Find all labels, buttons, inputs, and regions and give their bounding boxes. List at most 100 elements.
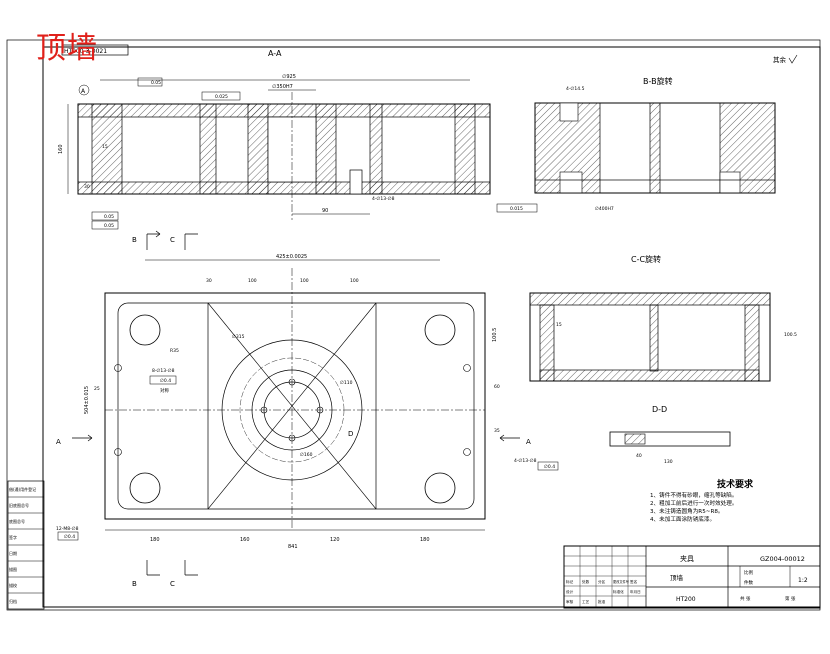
section-aa <box>77 92 491 220</box>
technical-requirements: 技术要求 1、铸件不得有砂眼，缩孔等缺陷。 2、粗加工前后进行一次时效处理。 3… <box>650 477 820 524</box>
side-table-cell-5: 描图 <box>9 566 17 572</box>
tb-label-4: 签名 <box>630 579 638 584</box>
tol-aa-par: 0.05 <box>104 223 114 229</box>
dim-plan-right-h: 100.5 <box>492 328 498 342</box>
dim-cc-wall: 15 <box>556 322 562 328</box>
dim-circle-d2: ∅160 <box>300 452 313 458</box>
dim-right-35: 35 <box>494 428 500 434</box>
side-table-cell-0: 借(通)用件登记 <box>9 486 36 492</box>
hole-pos-tol3: ∅0.4 <box>64 534 75 540</box>
requirement-item-4: 4、未加工面涂防锈底漆。 <box>650 517 716 523</box>
hole-pos-tol2: ∅0.4 <box>544 464 555 470</box>
dim-plan-seg4: 180 <box>420 537 430 543</box>
dim-top-seg4: 100 <box>350 278 359 284</box>
mark-a-left: A <box>56 438 61 446</box>
dim-cc-h: 100.5 <box>784 332 797 338</box>
dim-plan-seg1: 180 <box>150 537 160 543</box>
tb-material: HT200 <box>676 596 696 603</box>
dim-top-seg2: 100 <box>248 278 257 284</box>
dim-bb-hole: 4-∅14.5 <box>566 86 585 92</box>
dim-aa-bore: ∅350H7 <box>272 84 293 90</box>
mark-c-bottom: C <box>170 580 175 588</box>
dim-right-60: 60 <box>494 384 500 390</box>
tb-qty-label: 件数 <box>744 579 753 586</box>
side-table-cell-1: 旧底图总号 <box>9 502 29 508</box>
dim-aa-offset: 90 <box>322 208 328 214</box>
dim-aa-width: ∅925 <box>282 74 296 80</box>
mark-d-plan: D <box>348 430 353 438</box>
requirement-item-2: 2、粗加工前后进行一次时效处理。 <box>650 501 738 507</box>
tol-aa-flat: 0.05 <box>151 80 161 86</box>
tb-label-9: 批准 <box>598 599 606 604</box>
dim-circle-d1: ∅315 <box>232 334 245 340</box>
bore-note: 对称 <box>160 387 169 394</box>
side-table-cell-4: 日期 <box>9 550 17 556</box>
side-table-cell-3: 签字 <box>9 534 17 540</box>
roughness-note: 其余 <box>773 55 787 64</box>
dim-bb-bore: ∅400H7 <box>595 206 614 212</box>
requirements-title: 技术要求 <box>716 480 753 490</box>
hole-spec3: 12-M8-∅8 <box>56 526 79 532</box>
tb-label-3: 更改文件号 <box>613 579 629 584</box>
tb-label-7: 审核 <box>566 599 574 604</box>
section-dd <box>609 431 731 447</box>
tol-aa-perp: 0.025 <box>215 94 228 100</box>
requirement-item-3: 3、未注铸造圆角为R5~R8。 <box>650 509 724 515</box>
tb-label-6: 设计 <box>566 589 574 594</box>
dim-aa-height: 160 <box>58 144 64 154</box>
dim-top-seg1: 30 <box>206 278 212 284</box>
tb-drawing-no: GZ004-00012 <box>760 555 805 563</box>
view-label-dd: D-D <box>652 405 667 414</box>
dim-circle-d3: ∅110 <box>340 380 353 386</box>
tb-label-2: 分区 <box>598 579 606 584</box>
tol-bb-ref: 0.015 <box>510 206 523 212</box>
mark-b-bottom: B <box>132 580 137 588</box>
datum-a-marker: A <box>81 88 86 95</box>
mark-b-top: B <box>132 236 137 244</box>
view-label-cc: C-C旋转 <box>631 254 661 264</box>
dim-aa-base: 30 <box>84 184 90 190</box>
side-table <box>7 480 45 610</box>
section-bb <box>534 102 776 194</box>
dim-plan-top: 425±0.0025 <box>276 254 307 260</box>
side-table-cell-2: 底图总号 <box>9 518 25 524</box>
dim-top-seg3: 100 <box>300 278 309 284</box>
tb-scale: 1:2 <box>798 577 808 584</box>
tb-label-8: 工艺 <box>582 599 590 604</box>
mark-c-top: C <box>170 236 175 244</box>
dim-left-25: 25 <box>94 386 100 392</box>
tol-aa-flat2: 0.05 <box>104 214 114 220</box>
tb-scale-label: 比例 <box>744 569 753 576</box>
tb-label-10: 标准化 <box>613 589 624 594</box>
tb-label-0: 标记 <box>566 579 574 584</box>
side-table-cell-6: 描校 <box>9 582 17 588</box>
roughness-symbol-icon <box>788 54 798 64</box>
tb-name: 夹具 <box>680 554 694 563</box>
tb-label-1: 处数 <box>582 579 590 584</box>
hole-pos-tol1: ∅0.4 <box>160 378 171 384</box>
stamp-label: 顶墙 <box>36 31 98 66</box>
hole-spec1: 8-∅13-∅8 <box>152 368 175 374</box>
requirement-item-1: 1、铸件不得有砂眼，缩孔等缺陷。 <box>650 493 738 499</box>
title-ref-box <box>61 44 129 56</box>
view-label-bb: B-B旋转 <box>643 76 673 86</box>
title-ref-text: HT000-3-0021 <box>64 48 107 55</box>
inner-frame <box>42 46 821 608</box>
mark-a-right: A <box>526 438 531 446</box>
plan-view <box>104 268 486 528</box>
tb-label-5: 年月日 <box>630 589 641 594</box>
section-cc <box>529 292 771 382</box>
tb-sheet-label2: 第 张 <box>785 595 796 602</box>
dim-dd-len: 130 <box>664 459 673 465</box>
dim-dd-w: 40 <box>636 453 642 459</box>
side-table-cell-7: 归档 <box>9 598 17 604</box>
hole-spec2: 4-∅13-∅8 <box>514 458 537 464</box>
dim-plan-total: 841 <box>288 544 298 550</box>
tb-part-name: 顶墙 <box>670 573 684 582</box>
dim-aa-wall: 15 <box>102 144 108 150</box>
outer-frame <box>6 39 821 611</box>
view-label-aa: A-A <box>268 49 282 58</box>
dim-aa-holes: 4-∅13-∅8 <box>372 196 395 202</box>
dim-plan-r: R35 <box>170 348 179 354</box>
